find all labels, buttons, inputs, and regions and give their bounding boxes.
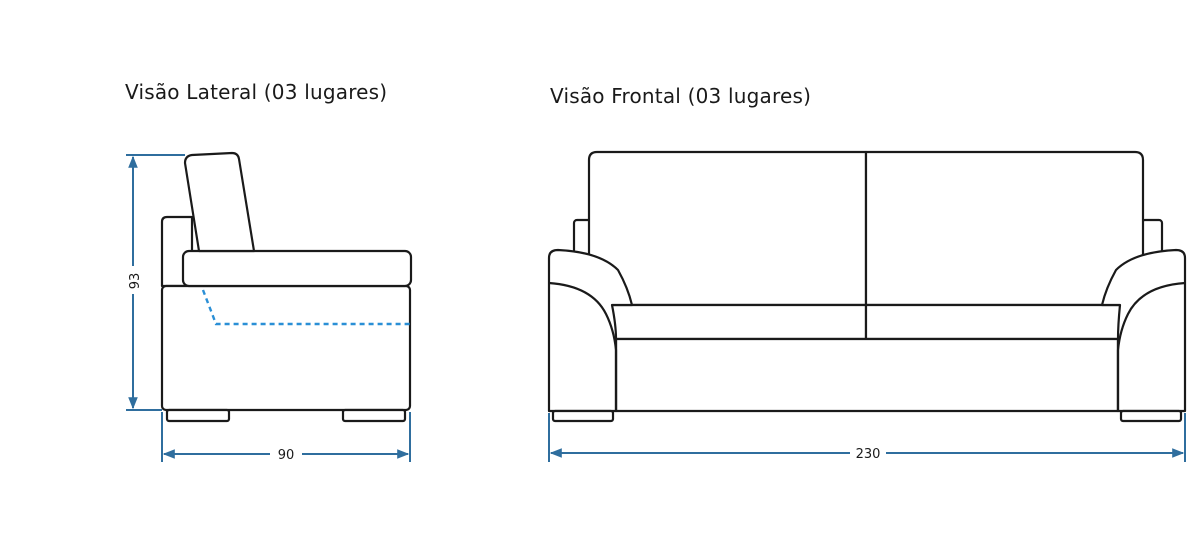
frontal-view-title: Visão Frontal (03 lugares) bbox=[550, 84, 812, 108]
front-foot-left bbox=[551, 409, 615, 423]
lateral-view-title: Visão Lateral (03 lugares) bbox=[125, 80, 388, 104]
front-view-sofa bbox=[547, 150, 1187, 423]
front-width-label: 230 bbox=[856, 447, 881, 462]
side-foot-back bbox=[341, 408, 407, 423]
front-arm-right bbox=[1100, 248, 1187, 413]
front-back-cushion-left bbox=[587, 150, 868, 307]
side-view-sofa bbox=[160, 151, 413, 423]
front-back-cushion-right bbox=[864, 150, 1145, 307]
front-seat-cushion-right bbox=[864, 303, 1122, 341]
front-foot-right bbox=[1119, 409, 1183, 423]
front-arm-left bbox=[547, 248, 634, 413]
side-foot-front bbox=[165, 408, 231, 423]
side-height-label: 93 bbox=[128, 273, 143, 290]
side-seat-cushion bbox=[181, 249, 413, 288]
side-hidden-mechanism-line bbox=[201, 289, 410, 326]
front-seat-cushion-left bbox=[610, 303, 868, 341]
front-base bbox=[614, 337, 1120, 413]
side-back-cushion bbox=[183, 151, 256, 253]
side-base bbox=[160, 284, 412, 412]
front-arm-left-inner bbox=[548, 281, 618, 411]
front-arm-right-inner bbox=[1116, 281, 1186, 411]
side-width-label: 90 bbox=[278, 448, 295, 463]
